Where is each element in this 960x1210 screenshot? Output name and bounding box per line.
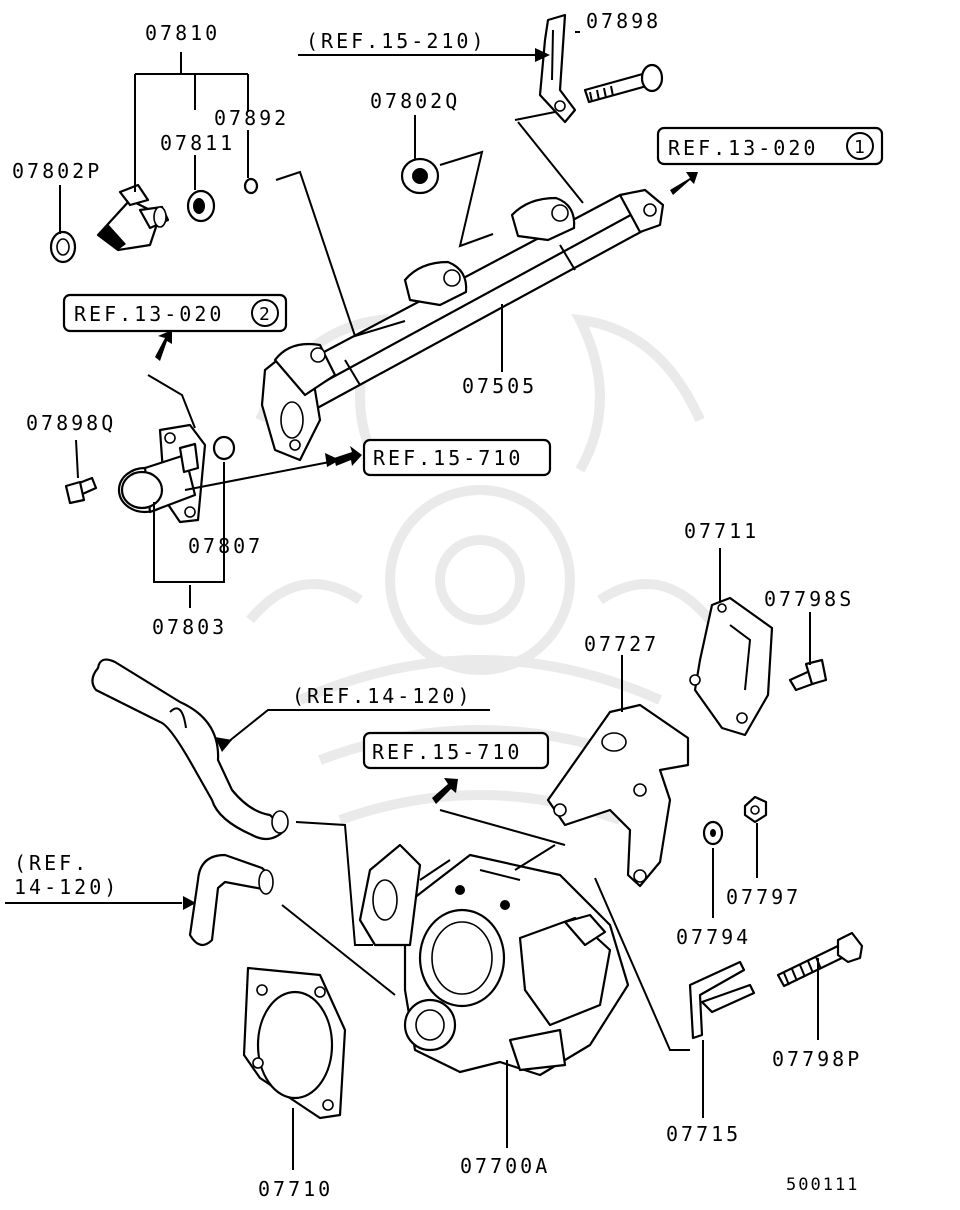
label-07700a[interactable]: 07700A <box>460 1154 550 1178</box>
label-07798p[interactable]: 07798P <box>772 1047 862 1071</box>
label-07898q[interactable]: 07898Q <box>26 411 116 435</box>
leader-lines <box>5 31 819 1170</box>
o-ring-07892[interactable] <box>243 177 259 195</box>
ref-box-13-020-2[interactable]: REF.13-020 2 <box>62 293 288 333</box>
label-07803[interactable]: 07803 <box>152 615 227 639</box>
label-07711[interactable]: 07711 <box>684 519 759 543</box>
label-07727[interactable]: 07727 <box>584 632 659 656</box>
ref-13-020-2-label: REF.13-020 <box>74 302 224 326</box>
bolt-07898[interactable] <box>583 63 664 104</box>
bolt-07798p[interactable] <box>776 931 864 988</box>
water-hose-upper[interactable] <box>91 658 289 841</box>
diagram-code: 500111 <box>786 1175 859 1195</box>
bracket-07898[interactable] <box>538 13 577 124</box>
label-07892[interactable]: 07892 <box>214 106 289 130</box>
part-labels: 07810 07898 07892 07811 07802Q 07802P 07… <box>12 9 862 1201</box>
bracket-07727[interactable] <box>546 703 690 888</box>
ref-13-020-1-num: 1 <box>854 137 865 158</box>
o-ring-07807[interactable] <box>212 435 236 461</box>
label-07797[interactable]: 07797 <box>726 885 801 909</box>
label-07505[interactable]: 07505 <box>462 374 537 398</box>
ref-13-020-2-num: 2 <box>259 304 270 325</box>
label-07715[interactable]: 07715 <box>666 1122 741 1146</box>
bolt-07798s[interactable] <box>788 658 828 692</box>
ref-box-15-710-a[interactable]: REF.15-710 <box>362 438 552 477</box>
gasket-07710[interactable] <box>242 966 347 1120</box>
bolt-07898q[interactable] <box>64 476 98 505</box>
ref-14-120-upper-text[interactable]: (REF.14-120) <box>292 684 473 708</box>
ref-14-120-lower-line2[interactable]: 14-120) <box>14 875 119 899</box>
nut-07797[interactable] <box>743 795 768 824</box>
insulator-07802q[interactable] <box>400 157 440 195</box>
ref-box-15-710-b[interactable]: REF.15-710 <box>362 731 550 770</box>
grommet-07811[interactable] <box>186 189 216 223</box>
throttle-body[interactable] <box>358 843 630 1077</box>
ref-arrows <box>155 172 698 804</box>
water-hose-lower[interactable] <box>188 853 274 947</box>
fuel-injector[interactable] <box>96 183 170 252</box>
label-07810[interactable]: 07810 <box>145 21 220 45</box>
fuel-rail[interactable] <box>260 188 665 462</box>
ref-15-710-b-label: REF.15-710 <box>372 740 522 764</box>
pressure-regulator[interactable] <box>117 423 207 524</box>
label-07898[interactable]: 07898 <box>586 9 661 33</box>
ref-14-120-lower-line1[interactable]: (REF. <box>14 851 89 875</box>
label-07794[interactable]: 07794 <box>676 925 751 949</box>
ref-15-210-text[interactable]: (REF.15-210) <box>306 29 487 53</box>
label-07710[interactable]: 07710 <box>258 1177 333 1201</box>
washer-07794[interactable] <box>702 820 724 846</box>
label-07807[interactable]: 07807 <box>188 534 263 558</box>
label-07802q[interactable]: 07802Q <box>370 89 460 113</box>
clip-07715[interactable] <box>688 960 756 1040</box>
label-07811[interactable]: 07811 <box>160 131 235 155</box>
bracket-07711[interactable] <box>689 596 774 737</box>
ref-13-020-1-label: REF.13-020 <box>668 136 818 160</box>
o-ring-07802p[interactable] <box>49 230 77 264</box>
label-07802p[interactable]: 07802P <box>12 159 102 183</box>
ref-box-13-020-1[interactable]: REF.13-020 1 <box>656 126 884 166</box>
ref-15-710-a-label: REF.15-710 <box>373 446 523 470</box>
label-07798s[interactable]: 07798S <box>764 587 854 611</box>
